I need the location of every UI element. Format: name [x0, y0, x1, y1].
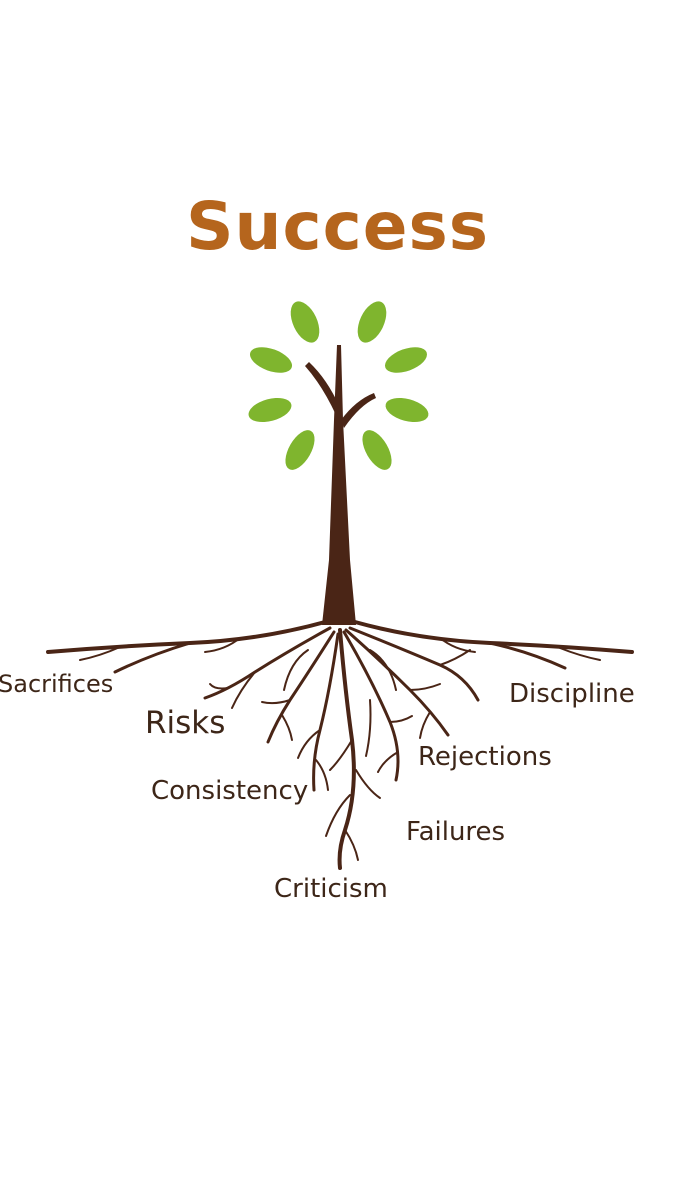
root-label-consistency: Consistency	[151, 776, 309, 806]
trunk	[305, 345, 376, 625]
leaf	[285, 430, 315, 470]
root-label-sacrifices: Sacrifices	[0, 670, 114, 698]
leaf	[357, 301, 387, 343]
roots	[46, 620, 634, 870]
leaf	[248, 397, 292, 423]
root-label-risks: Risks	[145, 705, 226, 741]
leaves	[248, 301, 429, 470]
root-label-discipline: Discipline	[509, 679, 635, 709]
leaf	[385, 397, 429, 423]
diagram-title: Success	[185, 188, 490, 265]
leaf	[362, 430, 392, 470]
root-label-criticism: Criticism	[274, 874, 388, 904]
root-label-rejections: Rejections	[418, 742, 552, 772]
root-label-failures: Failures	[406, 817, 506, 847]
leaf	[290, 301, 320, 343]
leaf	[384, 347, 428, 373]
leaf	[249, 347, 293, 373]
